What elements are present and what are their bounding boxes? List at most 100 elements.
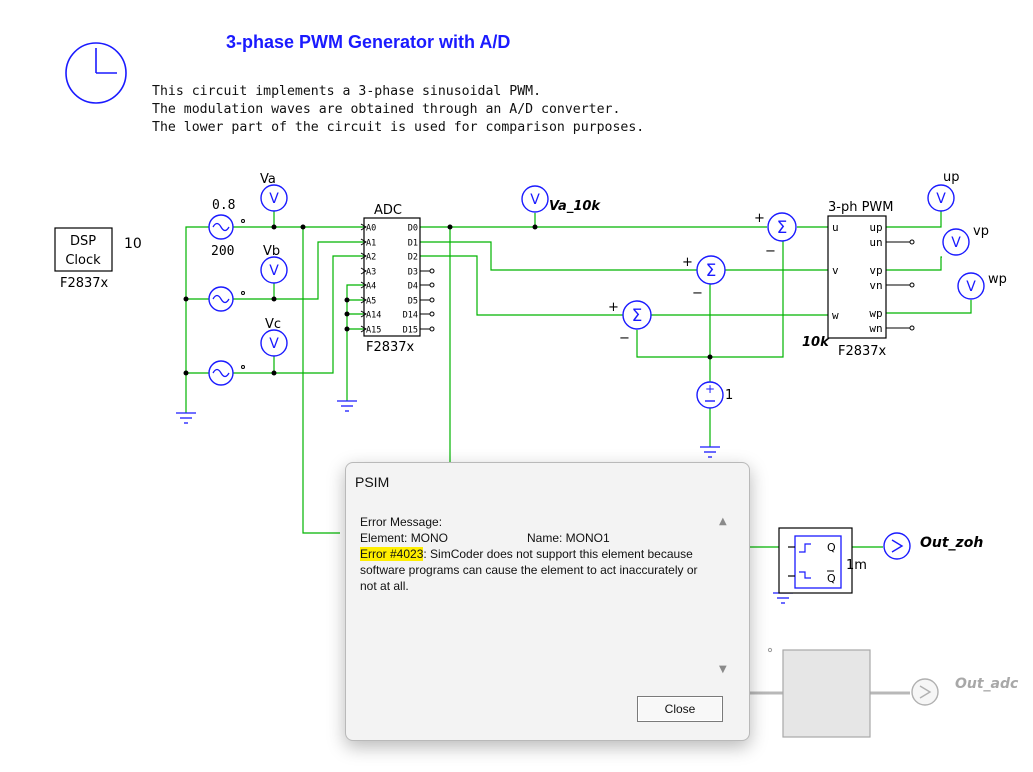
ac-source-c[interactable] (208, 360, 245, 386)
adc-output-terminal (429, 297, 435, 303)
voltmeter-va[interactable]: V Va (260, 172, 288, 212)
adc-input-arrow-icon (360, 238, 367, 246)
svg-text:−: − (765, 244, 776, 259)
wires (185, 211, 972, 593)
adc-output-pin: D3 (408, 268, 418, 278)
dsp-clock-block[interactable]: DSP Clock 10 F2837x (54, 227, 142, 291)
pwm-output-terminal (909, 239, 915, 245)
error-code: Error #4023 (360, 547, 424, 561)
adc-title: ADC (374, 203, 402, 218)
pwm-output-pin: wn (869, 322, 882, 335)
adc-input-pin: A14 (366, 311, 381, 321)
pwm-output-terminal (909, 282, 915, 288)
dsp-clock-line2: Clock (65, 253, 101, 268)
voltmeter-vp-label: vp (973, 224, 989, 239)
voltmeter-up[interactable]: V up (927, 170, 960, 212)
voltmeter-up-label: up (943, 170, 960, 185)
adc-input-arrow-icon (360, 281, 367, 289)
adc-output-pin: D2 (408, 253, 418, 263)
summer-u[interactable]: Σ + − (754, 211, 797, 259)
adc-output-pin: D1 (408, 239, 418, 249)
mono-q-label: Q (827, 541, 836, 554)
adc-target: F2837x (366, 340, 415, 355)
adc-output-pin: D15 (403, 326, 418, 336)
adc-input-arrow-icon (360, 223, 367, 231)
dsp-clock-target: F2837x (60, 276, 109, 291)
svg-text:+: + (608, 300, 619, 315)
svg-text:V: V (966, 279, 976, 295)
voltmeter-vp[interactable]: V vp (942, 224, 989, 256)
pwm-output-pin: un (869, 236, 882, 249)
adc-block[interactable]: ADC F2837x A0A1A2A3A4A5A14A15D0D1D2D3D4D… (360, 203, 435, 355)
schematic-title: 3-phase PWM Generator with A/D (226, 32, 511, 52)
pwm-output-pin: wp (869, 307, 882, 320)
svg-text:V: V (269, 336, 279, 352)
svg-text:+: + (754, 211, 765, 226)
probe-out-adc-label: Out_adc (955, 676, 1019, 692)
voltmeter-vb-label: Vb (263, 244, 280, 259)
pwm-output-pin: vn (869, 279, 882, 292)
voltmeter-va-10k[interactable]: V Va_10k (521, 185, 601, 214)
svg-text:−: − (692, 286, 703, 301)
error-dialog[interactable]: PSIM Error Message: Element: MONO Name: M… (345, 462, 750, 741)
description-line-3: The lower part of the circuit is used fo… (152, 120, 645, 135)
adc-input-arrow-icon (360, 296, 367, 304)
dsp-clock-line1: DSP (70, 234, 96, 249)
name-label: Name: MONO1 (527, 531, 610, 545)
element-label: Element: MONO (360, 531, 449, 545)
dc-source[interactable]: + 1 (696, 381, 733, 409)
adc-input-pin: A0 (366, 224, 376, 234)
close-button[interactable]: Close (637, 696, 723, 722)
pwm-input-pin: u (832, 221, 839, 234)
svg-text:Σ: Σ (632, 306, 643, 326)
adc-input-pin: A2 (366, 253, 376, 263)
clock-icon (65, 42, 127, 104)
dc-source-value: 1 (725, 388, 733, 403)
ground-mono (773, 592, 793, 604)
adc-input-pin: A4 (366, 282, 376, 292)
pwm-output-terminal (909, 325, 915, 331)
ac-source-a[interactable] (208, 214, 245, 240)
probe-out-adc[interactable]: Out_adc (911, 676, 1019, 706)
error-message-heading: Error Message: (360, 515, 443, 529)
junction-dots (183, 224, 713, 376)
element-info-row: Element: MONO Name: MONO1 (360, 530, 705, 546)
disabled-zoh-block[interactable] (767, 647, 871, 738)
probe-out-zoh[interactable]: Out_zoh (883, 532, 983, 560)
svg-text:V: V (269, 263, 279, 279)
voltmeter-va-10k-label: Va_10k (549, 199, 601, 214)
scroll-up-arrow-icon[interactable]: ▲ (719, 516, 727, 527)
adc-output-pin: D14 (403, 311, 418, 321)
svg-text:+: + (682, 255, 693, 270)
adc-input-arrow-icon (360, 267, 367, 275)
dialog-title: PSIM (355, 474, 390, 490)
adc-output-terminal (429, 282, 435, 288)
ground-adc (337, 400, 357, 412)
adc-output-pin: D5 (408, 297, 418, 307)
adc-input-pin: A1 (366, 239, 376, 249)
adc-input-arrow-icon (360, 252, 367, 260)
error-text: : SimCoder does not support this element… (360, 547, 698, 593)
svg-text:Σ: Σ (777, 218, 788, 238)
summer-w[interactable]: Σ + − (608, 300, 652, 346)
mono-block[interactable]: Q Q 1m (778, 527, 867, 594)
summer-v[interactable]: Σ + − (682, 255, 726, 301)
scroll-down-arrow-icon[interactable]: ▼ (719, 664, 727, 675)
pwm-target: F2837x (838, 344, 887, 359)
source-frequency-label: 200 (211, 244, 234, 259)
adc-input-pin: A15 (366, 326, 381, 336)
pwm-output-pin: vp (869, 264, 882, 277)
adc-input-arrow-icon (360, 325, 367, 333)
ac-source-b[interactable] (208, 286, 245, 312)
svg-text:Σ: Σ (706, 261, 717, 281)
message-scrollbar[interactable]: ▲ ▼ (717, 515, 733, 676)
voltmeter-vb[interactable]: V Vb (260, 244, 288, 284)
voltmeter-vc[interactable]: V Vc (260, 317, 288, 357)
pwm-frequency: 10k (802, 335, 830, 350)
mono-qbar-label: Q (827, 572, 836, 585)
voltmeter-wp[interactable]: V wp (957, 272, 1007, 300)
